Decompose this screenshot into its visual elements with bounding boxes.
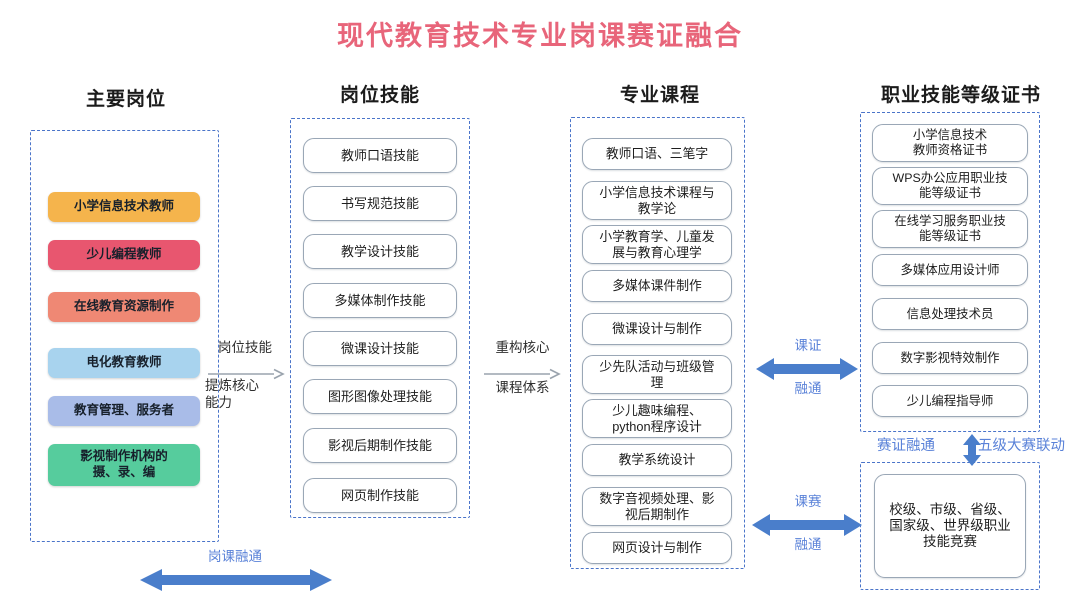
group-box-skills [290, 118, 470, 518]
job-pill-6[interactable]: 影视制作机构的 摄、录、编 [48, 444, 200, 486]
course-card-4[interactable]: 多媒体课件制作 [582, 270, 732, 302]
arrow-jobs-to-skills [208, 368, 285, 380]
group-box-competition [860, 462, 1040, 590]
column-header-skills: 岗位技能 [339, 85, 420, 106]
arrow-skills-to-courses [484, 368, 561, 380]
arrow-cert-competition-vertical[interactable] [962, 434, 982, 466]
group-box-jobs [30, 130, 219, 542]
cert-card-4[interactable]: 多媒体应用设计师 [872, 254, 1028, 286]
connector-label-cert-comp-right: 五级大赛联动 [978, 438, 1065, 454]
course-card-1[interactable]: 教师口语、三笔字 [582, 138, 732, 170]
course-card-6[interactable]: 少先队活动与班级管 理 [582, 355, 732, 394]
arrow-courses-competition-double[interactable] [752, 512, 862, 538]
course-card-9[interactable]: 数字音视频处理、影 视后期制作 [582, 487, 732, 526]
skill-card-4[interactable]: 多媒体制作技能 [303, 283, 457, 318]
competition-card[interactable]: 校级、市级、省级、 国家级、世界级职业 技能竞赛 [874, 474, 1026, 578]
connector-label-course-cert-top: 课证 [794, 338, 822, 353]
cert-card-6[interactable]: 数字影视特效制作 [872, 342, 1028, 374]
connector-label-cert-comp-left: 赛证融通 [877, 438, 935, 454]
job-pill-2[interactable]: 少儿编程教师 [48, 240, 200, 270]
cert-card-3[interactable]: 在线学习服务职业技 能等级证书 [872, 210, 1028, 248]
column-header-certs: 职业技能等级证书 [880, 85, 1041, 106]
course-card-7[interactable]: 少儿趣味编程、 python程序设计 [582, 399, 732, 438]
course-card-10[interactable]: 网页设计与制作 [582, 532, 732, 564]
skill-card-8[interactable]: 网页制作技能 [303, 478, 457, 513]
course-card-3[interactable]: 小学教育学、儿童发 展与教育心理学 [582, 225, 732, 264]
connector-label-course-cert-bottom: 融通 [794, 381, 822, 396]
arrow-jobs-courses-bottom-double[interactable] [140, 566, 332, 594]
connector-label-skills-courses-top: 重构核心 [495, 340, 550, 355]
skill-card-2[interactable]: 书写规范技能 [303, 186, 457, 221]
course-card-5[interactable]: 微课设计与制作 [582, 313, 732, 345]
group-box-courses [570, 117, 745, 569]
connector-label-jobs-skills-top: 岗位技能 [218, 340, 272, 355]
job-pill-1[interactable]: 小学信息技术教师 [48, 192, 200, 222]
cert-card-1[interactable]: 小学信息技术 教师资格证书 [872, 124, 1028, 162]
course-card-8[interactable]: 教学系统设计 [582, 444, 732, 476]
group-box-certs [860, 112, 1040, 432]
skill-card-5[interactable]: 微课设计技能 [303, 331, 457, 366]
connector-label-bottom-span: 岗课融通 [208, 549, 262, 564]
course-card-2[interactable]: 小学信息技术课程与 教学论 [582, 181, 732, 220]
skill-card-7[interactable]: 影视后期制作技能 [303, 428, 457, 463]
job-pill-4[interactable]: 电化教育教师 [48, 348, 200, 378]
connector-label-course-comp-top: 课赛 [794, 494, 822, 509]
column-header-courses: 专业课程 [619, 85, 700, 106]
connector-label-skills-courses-bottom: 课程体系 [495, 380, 550, 395]
page-title: 现代教育技术专业岗课赛证融合 [337, 21, 743, 51]
column-header-jobs: 主要岗位 [85, 89, 166, 110]
job-pill-5[interactable]: 教育管理、服务者 [48, 396, 200, 426]
skill-card-3[interactable]: 教学设计技能 [303, 234, 457, 269]
cert-card-7[interactable]: 少儿编程指导师 [872, 385, 1028, 417]
connector-label-jobs-skills-bottom: 提炼核心 能力 [205, 378, 259, 410]
job-pill-3[interactable]: 在线教育资源制作 [48, 292, 200, 322]
skill-card-1[interactable]: 教师口语技能 [303, 138, 457, 173]
cert-card-2[interactable]: WPS办公应用职业技 能等级证书 [872, 167, 1028, 205]
cert-card-5[interactable]: 信息处理技术员 [872, 298, 1028, 330]
connector-label-course-comp-bottom: 融通 [794, 537, 822, 552]
arrow-courses-certs-double[interactable] [756, 356, 858, 382]
skill-card-6[interactable]: 图形图像处理技能 [303, 379, 457, 414]
